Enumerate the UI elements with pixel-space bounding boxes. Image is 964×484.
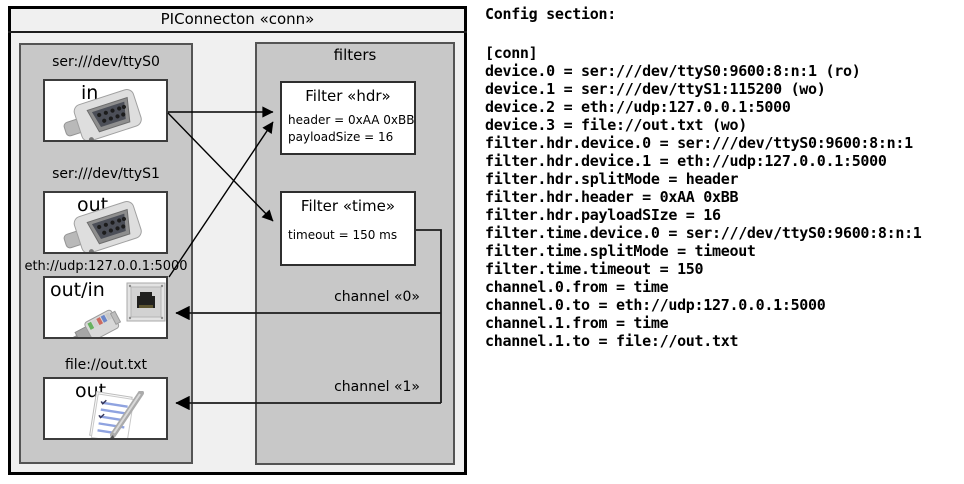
filters-group-label: filters (333, 46, 377, 64)
config-line: filter.time.timeout = 150 (485, 260, 704, 278)
device-label-ttys1: ser:///dev/ttyS1 (52, 166, 160, 182)
config-line: filter.hdr.splitMode = header (485, 170, 739, 188)
config-line: device.0 = ser:///dev/ttyS0:9600:8:n:1 (… (485, 62, 861, 80)
config-line: filter.time.device.0 = ser:///dev/ttyS0:… (485, 224, 922, 242)
config-line: channel.1.from = time (485, 314, 669, 332)
config-line: channel.0.to = eth://udp:127.0.0.1:5000 (485, 296, 826, 314)
filter-time-box: Filter «time» timeout = 150 ms (280, 191, 416, 266)
device-port-direction: out (75, 380, 107, 402)
config-line: filter.time.splitMode = timeout (485, 242, 756, 260)
config-line: filter.hdr.payloadSIze = 16 (485, 206, 721, 224)
device-label-file: file://out.txt (64, 357, 148, 373)
config-line: device.3 = file://out.txt (wo) (485, 116, 747, 134)
ethernet-jack-icon (126, 282, 166, 322)
config-line: filter.hdr.device.1 = eth://udp:127.0.0.… (485, 152, 887, 170)
frame-title-bar: PIConnecton «conn» (8, 6, 467, 33)
config-line: device.1 = ser:///dev/ttyS1:115200 (wo) (485, 80, 826, 98)
device-label-eth: eth://udp:127.0.0.1:5000 (24, 259, 188, 274)
channel-0-label: channel «0» (334, 289, 420, 305)
filter-hdr-attr-payloadsize: payloadSize = 16 (288, 130, 394, 144)
ethernet-cable-icon (62, 309, 122, 337)
filter-hdr-title: Filter «hdr» (305, 87, 391, 105)
config-line: channel.1.to = file://out.txt (485, 332, 739, 350)
config-line: channel.0.from = time (485, 278, 669, 296)
device-port-direction: out/in (50, 279, 105, 301)
channel-1-label: channel «1» (334, 379, 420, 395)
device-port-direction: out (77, 194, 109, 216)
config-line: device.2 = eth://udp:127.0.0.1:5000 (485, 98, 791, 116)
filter-hdr-attr-header: header = 0xAA 0xBB (288, 113, 415, 127)
config-line: filter.hdr.device.0 = ser:///dev/ttyS0:9… (485, 134, 913, 152)
config-lines: [conn]device.0 = ser:///dev/ttyS0:9600:8… (485, 44, 964, 350)
device-box-ttys0: in (43, 79, 168, 142)
config-section: Config section: [conn]device.0 = ser:///… (485, 5, 964, 350)
device-port-direction: in (81, 82, 99, 104)
config-line: [conn] (485, 44, 538, 62)
serial-port-icon (63, 89, 142, 140)
device-label-ttys0: ser:///dev/ttyS0 (52, 54, 160, 70)
filter-hdr-box: Filter «hdr» header = 0xAA 0xBB payloadS… (280, 81, 416, 155)
config-heading: Config section: (485, 5, 616, 23)
device-box-eth: out/in (43, 276, 168, 339)
config-line: filter.hdr.header = 0xAA 0xBB (485, 188, 739, 206)
device-box-file: out (43, 377, 168, 440)
diagram-title: PIConnecton «conn» (160, 9, 315, 28)
filter-time-attr-timeout: timeout = 150 ms (288, 228, 398, 242)
device-box-ttys1: out (43, 191, 168, 254)
filter-time-title: Filter «time» (300, 197, 396, 215)
